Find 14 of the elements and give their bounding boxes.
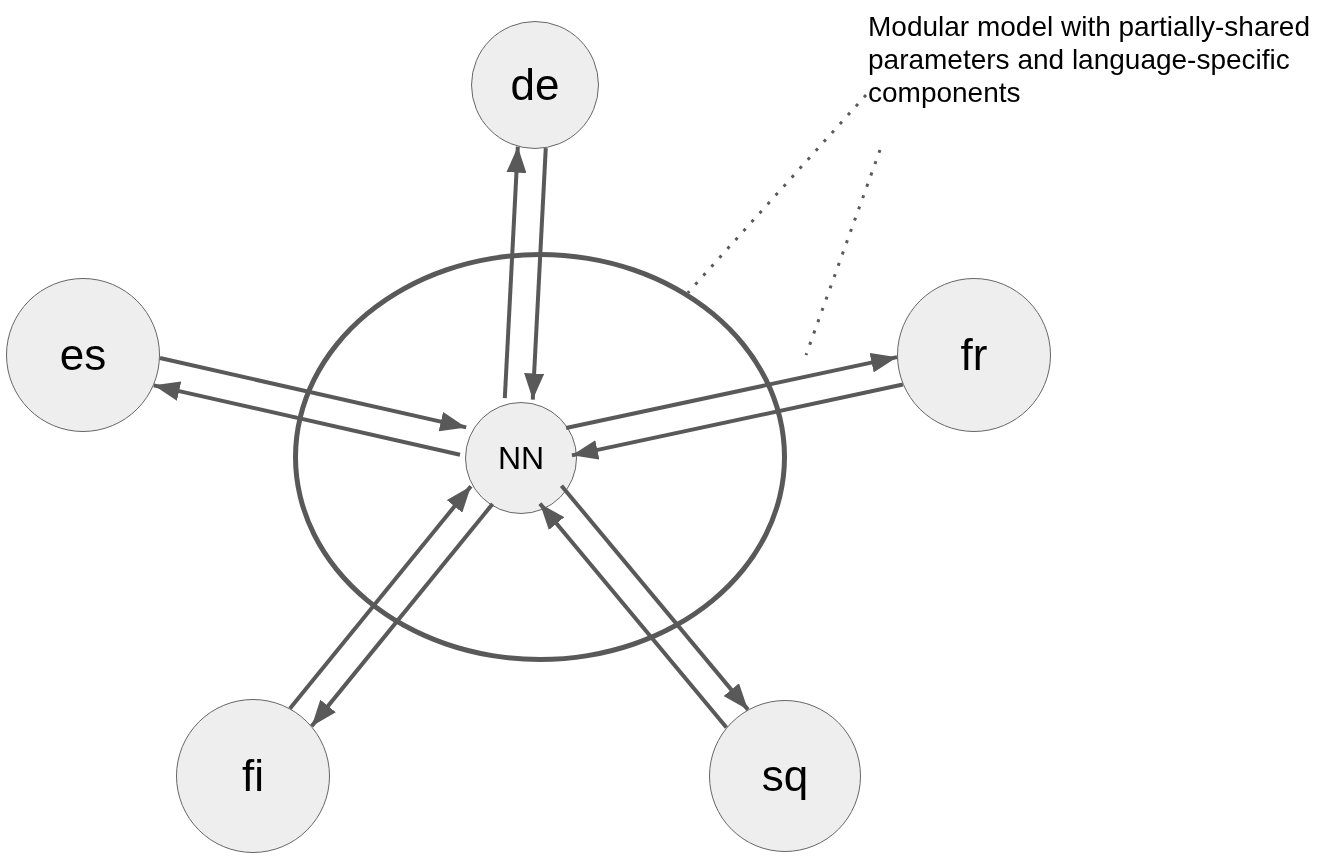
- callout-text: Modular model with partially-shared parameters and language-specific components: [868, 10, 1323, 109]
- arrow: [288, 484, 473, 710]
- arrow: [571, 382, 904, 460]
- arrow: [153, 381, 461, 457]
- arrow: [538, 502, 728, 729]
- arrow: [559, 484, 750, 711]
- model-ellipse: [293, 252, 787, 662]
- arrow: [159, 356, 467, 432]
- arrow: [524, 148, 548, 400]
- arrow: [565, 352, 898, 430]
- arrow: [502, 146, 527, 399]
- leader-line: [686, 94, 868, 294]
- leader-line: [804, 149, 882, 356]
- arrow: [310, 502, 495, 728]
